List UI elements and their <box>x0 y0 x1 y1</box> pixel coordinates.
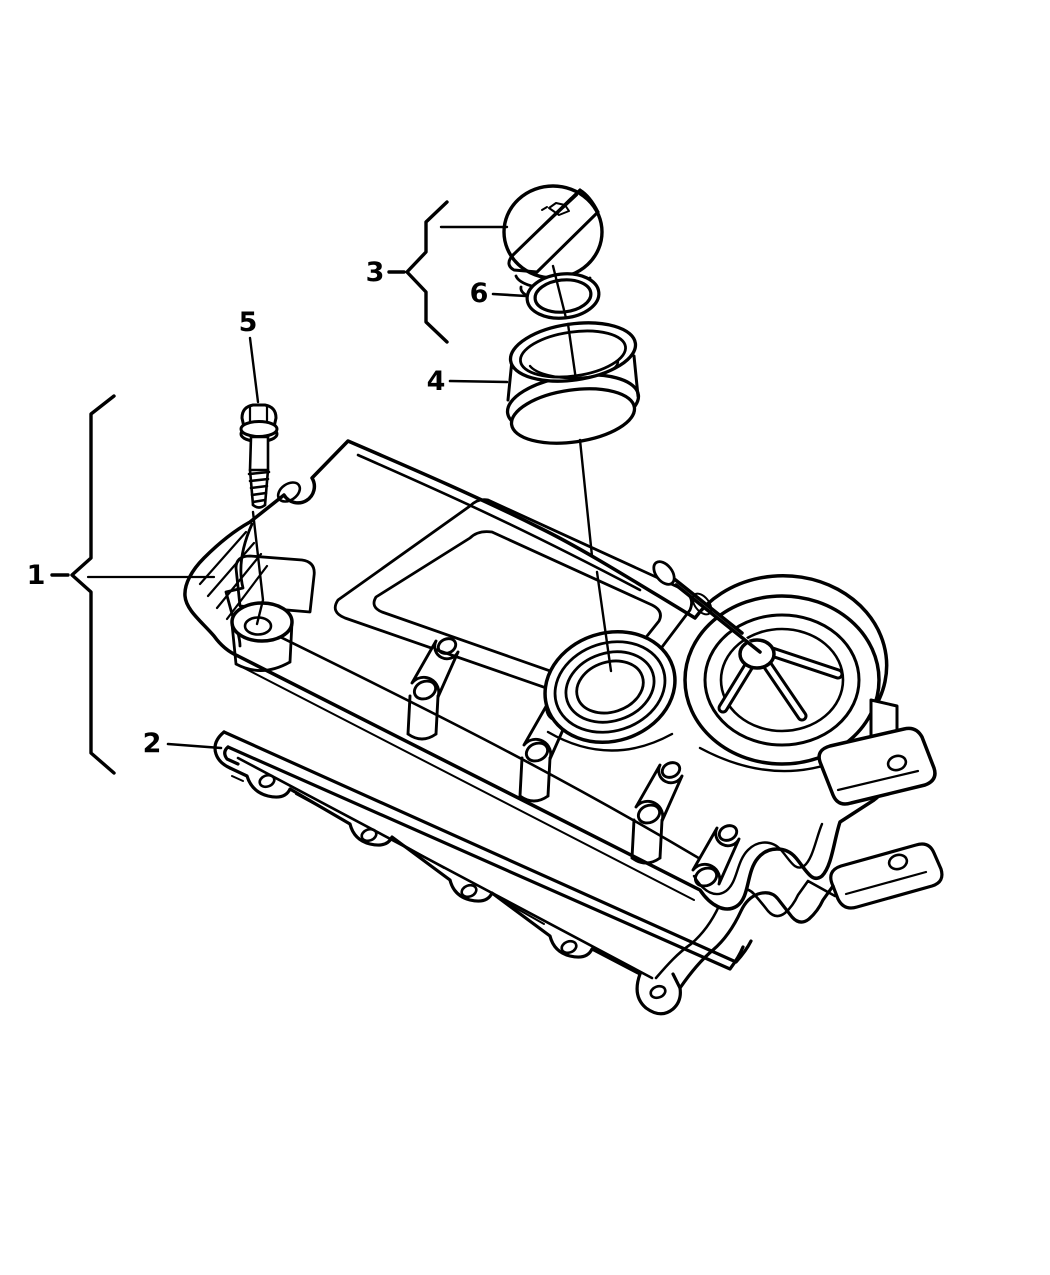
cover-bolt-boss <box>230 554 316 672</box>
cover-right-end <box>817 698 937 806</box>
flange-bolt-drawing <box>239 403 279 509</box>
filler-collar-drawing <box>505 321 641 445</box>
leader-line-6 <box>491 292 528 298</box>
wing-hatching <box>198 530 269 621</box>
callout-2: 2 <box>143 728 162 759</box>
bracket-part-3 <box>405 200 449 344</box>
filler-neck-opening <box>543 629 677 752</box>
gasket-bolt-holes <box>258 773 667 1000</box>
leader-line-5 <box>248 336 260 404</box>
bolt-threads <box>247 468 271 509</box>
callout-1: 1 <box>27 560 46 591</box>
sealing-ring-drawing <box>525 272 601 320</box>
bracket-part-1 <box>70 394 116 775</box>
leader-line-2 <box>166 742 223 750</box>
callout-annotations <box>50 200 613 775</box>
breather-tube <box>652 560 762 654</box>
callout-3: 3 <box>366 257 385 288</box>
callout-numbers: 1 2 3 4 5 6 <box>27 257 489 759</box>
breather-dome <box>652 560 881 773</box>
callout-5: 5 <box>239 307 258 338</box>
callout-4: 4 <box>427 366 446 397</box>
assembly-axis-line <box>551 264 613 673</box>
gasket-drawing <box>213 730 944 1016</box>
oil-can-icon <box>541 197 572 216</box>
callout-6: 6 <box>470 278 489 309</box>
valve-cover-drawing <box>183 439 937 911</box>
leader-line-4 <box>448 379 509 384</box>
